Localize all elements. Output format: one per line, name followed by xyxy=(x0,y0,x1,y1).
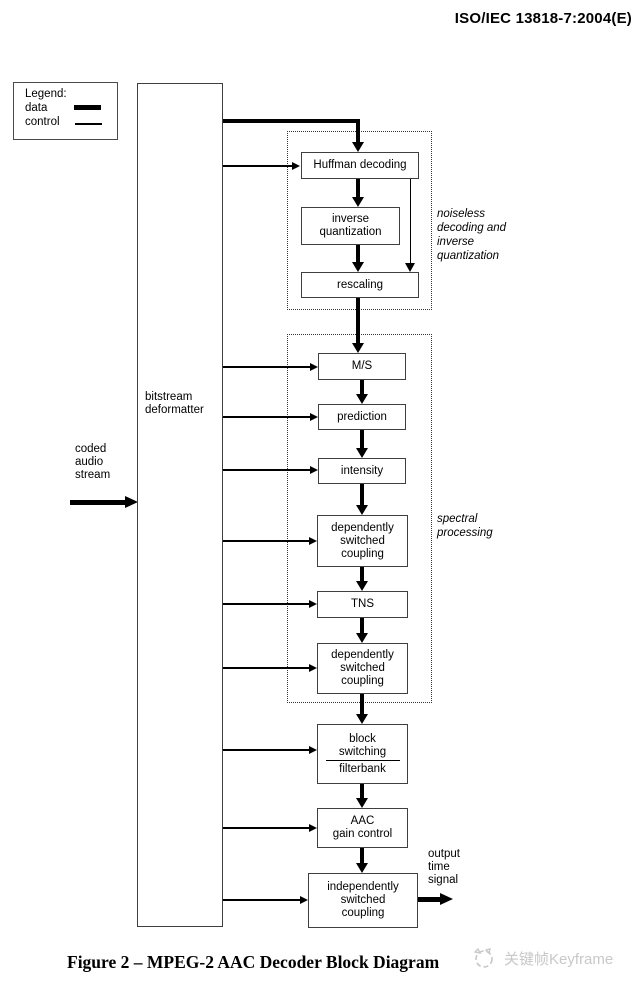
control-line-depcoupling1-head xyxy=(309,536,317,545)
data-arrow-tns-to-depcoupling2 xyxy=(360,618,364,634)
coded-audio-stream-label: coded audio stream xyxy=(75,443,111,481)
control-line-indepcoupling-head xyxy=(300,895,308,904)
control-line-filterbank-head xyxy=(309,745,317,754)
watermark-text: 关键帧Keyframe xyxy=(504,950,614,968)
data-arrow-depcoupling2-to-filterbank xyxy=(360,694,364,715)
control-line-ms-head xyxy=(310,362,318,371)
control-line-intensity-head xyxy=(310,465,318,474)
data-arrow-filterbank-to-aacgain xyxy=(360,784,364,799)
legend-box: Legend: data control xyxy=(13,82,118,140)
block-independently-switched-coupling: independently switched coupling xyxy=(308,873,418,928)
data-arrow-depcoupling1-to-tns-head xyxy=(356,581,368,591)
block-ms: M/S xyxy=(318,353,406,380)
control-line-prediction xyxy=(223,416,311,418)
control-line-tns xyxy=(223,603,310,605)
control-line-huffman-to-rescaling xyxy=(410,179,412,263)
legend-control-label: control xyxy=(25,116,60,128)
data-arrow-ms-to-prediction xyxy=(360,380,364,395)
standard-header: ISO/IEC 13818-7:2004(E) xyxy=(454,10,632,27)
control-line-tns-head xyxy=(309,599,317,608)
data-arrow-huffman-to-invquant xyxy=(356,179,360,198)
bitstream-deformatter-label: bitstream deformatter xyxy=(145,391,204,416)
data-line-output xyxy=(418,897,441,902)
data-arrow-filterbank-to-aacgain-head xyxy=(356,798,368,808)
data-arrow-depcoupling2-to-filterbank-head xyxy=(356,714,368,724)
data-arrow-intensity-to-depcoupling1-head xyxy=(356,505,368,515)
output-time-signal-label: output time signal xyxy=(428,848,460,886)
control-arrowhead-rescaling xyxy=(405,263,415,272)
data-arrow-aacgain-to-indepcoupling xyxy=(360,848,364,864)
data-arrow-intensity-to-depcoupling1 xyxy=(360,484,364,506)
block-prediction: prediction xyxy=(318,404,406,430)
legend-data-label: data xyxy=(25,102,48,114)
block-rescaling: rescaling xyxy=(301,272,419,298)
data-arrow-invquant-to-rescaling xyxy=(356,245,360,263)
data-arrow-invquant-to-rescaling-head xyxy=(352,262,364,272)
block-aac-gain-control: AAC gain control xyxy=(317,808,408,848)
data-arrowhead-huffman xyxy=(352,142,364,152)
spectral-group-label: spectral processing xyxy=(437,513,493,539)
block-huffman-decoding: Huffman decoding xyxy=(301,152,419,179)
data-arrow-prediction-to-intensity xyxy=(360,430,364,449)
control-line-huffman-head xyxy=(292,161,300,170)
data-arrowhead-output xyxy=(440,892,453,905)
control-line-ms xyxy=(223,366,311,368)
data-arrow-huffman-to-invquant-head xyxy=(352,197,364,207)
control-line-intensity xyxy=(223,469,311,471)
block-dependently-switched-coupling-1: dependently switched coupling xyxy=(317,515,408,567)
data-arrow-rescaling-to-ms-head xyxy=(352,343,364,353)
keyframe-logo-icon xyxy=(473,947,493,968)
watermark: 关键帧Keyframe xyxy=(471,946,613,970)
control-line-indepcoupling xyxy=(223,899,301,901)
control-line-filterbank xyxy=(223,749,310,751)
block-bitstream-deformatter xyxy=(137,83,223,927)
data-arrowhead-input xyxy=(125,496,138,508)
control-line-huffman xyxy=(223,165,293,167)
noiseless-group-label: noiseless decoding and inverse quantizat… xyxy=(437,208,507,262)
block-intensity: intensity xyxy=(318,458,406,484)
filterbank-label: filterbank xyxy=(339,762,386,775)
legend-control-line-swatch xyxy=(75,123,102,125)
data-arrow-rescaling-to-ms xyxy=(356,298,360,344)
control-line-prediction-head xyxy=(310,412,318,421)
data-arrow-ms-to-prediction-head xyxy=(356,394,368,404)
data-arrow-aacgain-to-indepcoupling-head xyxy=(356,863,368,873)
data-line-input xyxy=(70,500,126,505)
data-line-into-huffman xyxy=(356,119,360,142)
control-line-depcoupling2-head xyxy=(309,663,317,672)
figure-caption: Figure 2 – MPEG-2 AAC Decoder Block Diag… xyxy=(67,952,440,972)
block-dependently-switched-coupling-2: dependently switched coupling xyxy=(317,643,408,694)
control-line-aacgain xyxy=(223,827,310,829)
control-line-depcoupling1 xyxy=(223,540,310,542)
block-filterbank: block switching filterbank xyxy=(317,724,408,784)
data-line-deformatter-top xyxy=(223,119,360,123)
data-arrow-depcoupling1-to-tns xyxy=(360,567,364,582)
block-tns: TNS xyxy=(317,591,408,618)
block-inverse-quantization: inverse quantization xyxy=(301,207,400,245)
legend-title: Legend: xyxy=(25,88,67,100)
control-line-aacgain-head xyxy=(309,823,317,832)
block-switching-label: block switching xyxy=(325,733,400,761)
data-arrow-tns-to-depcoupling2-head xyxy=(356,633,368,643)
legend-data-line-swatch xyxy=(74,105,101,110)
data-arrow-prediction-to-intensity-head xyxy=(356,448,368,458)
control-line-depcoupling2 xyxy=(223,667,310,669)
